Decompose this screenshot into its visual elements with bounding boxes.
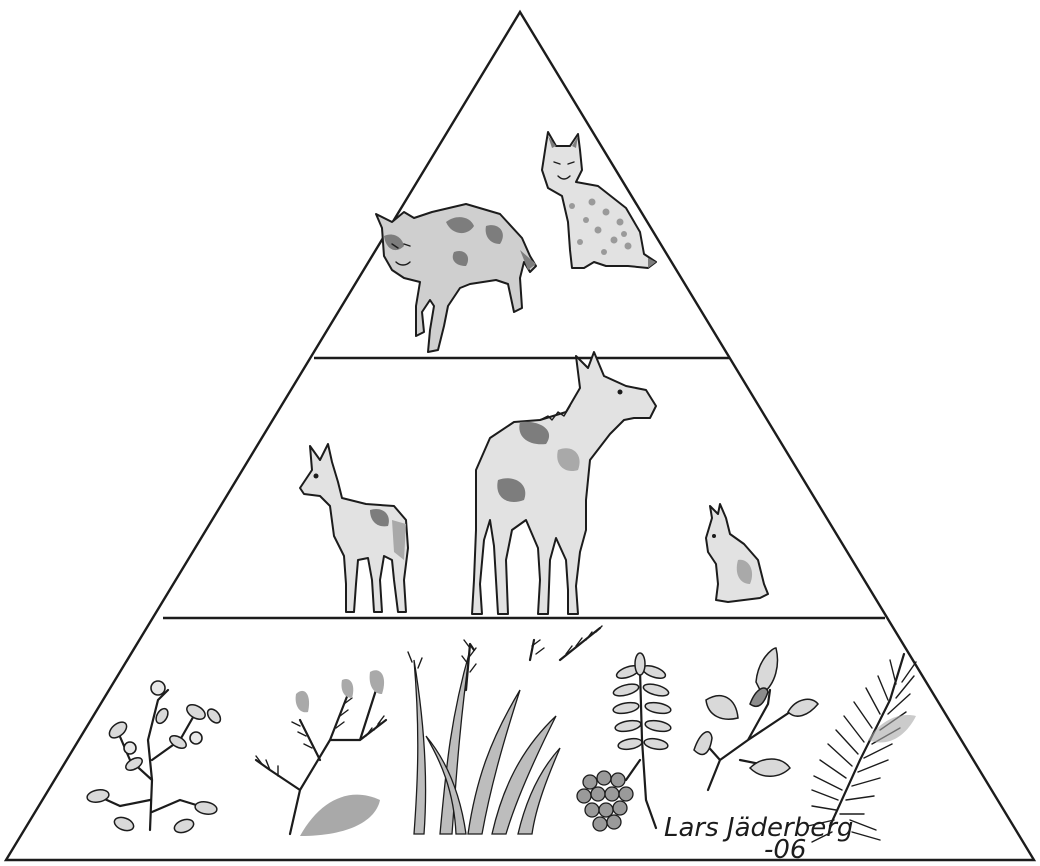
lynx-illustration: [542, 132, 656, 268]
level-herbivores: [300, 352, 768, 614]
moose-illustration: [472, 352, 656, 614]
birch-twig-illustration: [694, 648, 818, 790]
rowan-illustration: [577, 653, 672, 831]
signature-year: -06: [764, 835, 806, 865]
wolf-illustration: [376, 204, 536, 352]
artist-signature: Lars Jäderberg -06: [664, 813, 853, 865]
blueberry-shrub-illustration: [86, 681, 223, 835]
heather-illustration: [256, 670, 386, 836]
grass-illustration: [408, 626, 602, 834]
level-plants: Lars Jäderberg -06: [86, 626, 916, 865]
roe-deer-illustration: [300, 444, 408, 612]
signature-name: Lars Jäderberg: [664, 813, 853, 843]
hare-illustration: [706, 504, 768, 602]
